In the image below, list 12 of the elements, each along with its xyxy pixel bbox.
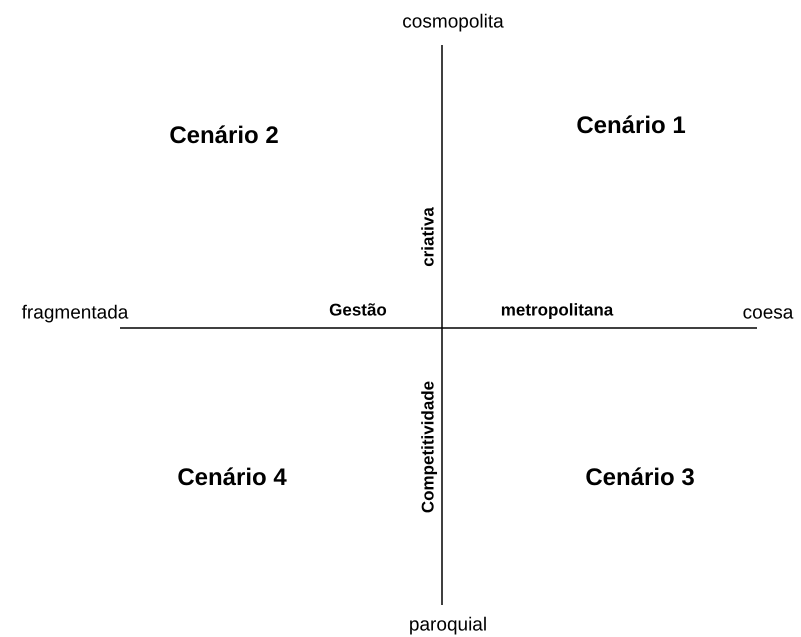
axis-end-label: cosmopolita [402, 12, 504, 32]
axis-title: criativa [420, 207, 436, 267]
axis-end-label: fragmentada [22, 304, 128, 322]
axis-title: Gestão [329, 302, 387, 318]
axis-end-label: paroquial [408, 616, 488, 634]
axis-title: Competitividade [420, 380, 436, 514]
axis-end-label: coesa [742, 304, 794, 322]
quadrant-label: Cenário 1 [576, 114, 686, 138]
quadrant-label: Cenário 2 [169, 124, 279, 148]
quadrant-label: Cenário 4 [177, 466, 287, 490]
quadrant-label: Cenário 3 [585, 466, 695, 490]
axis-title: metropolitana [500, 302, 614, 318]
